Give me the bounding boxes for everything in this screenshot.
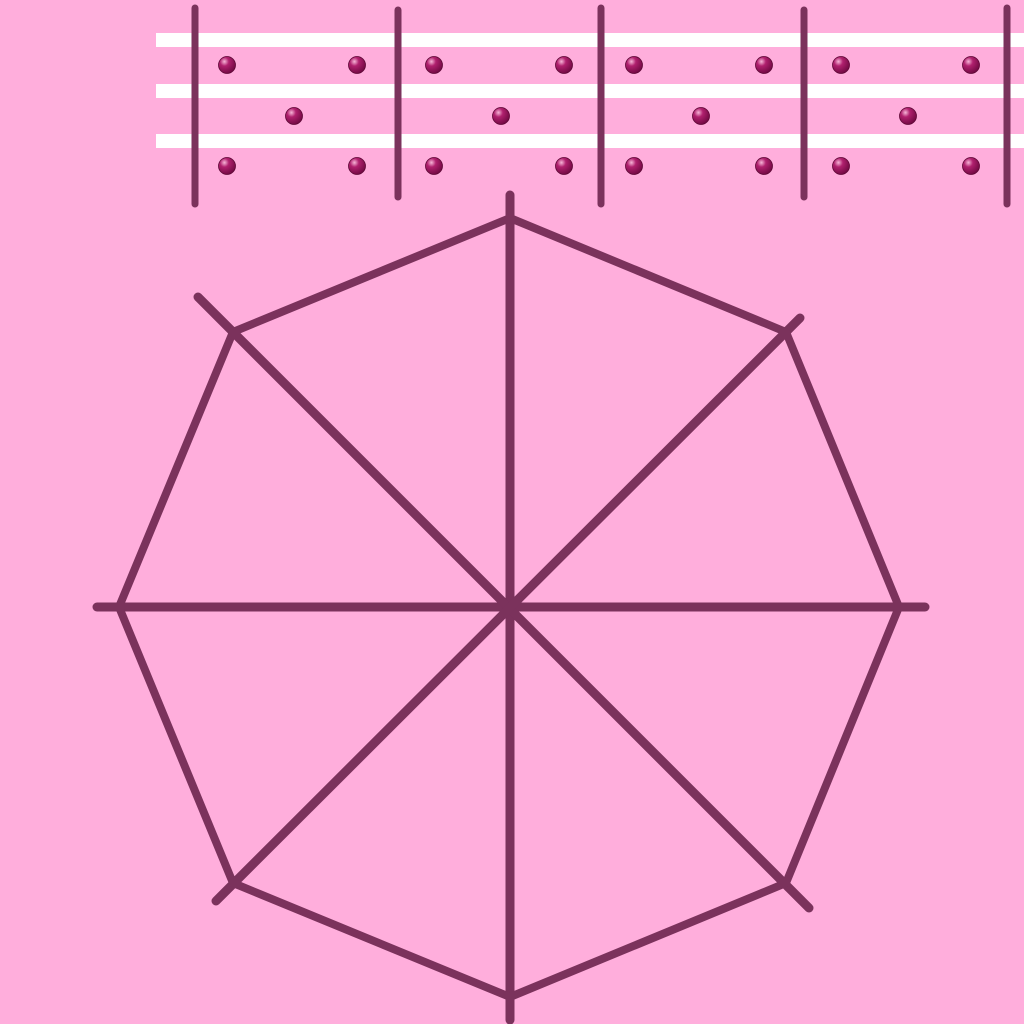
bead-s2-r2-1[interactable]	[492, 107, 510, 125]
bead-s4-r1-2[interactable]	[962, 56, 980, 74]
bead-s3-r3-2[interactable]	[755, 157, 773, 175]
bead-s4-r1-1[interactable]	[832, 56, 850, 74]
bead-s3-r2-1[interactable]	[692, 107, 710, 125]
rail-3	[156, 134, 1024, 148]
bead-s1-r1-1[interactable]	[218, 56, 236, 74]
bead-s3-r3-1[interactable]	[625, 157, 643, 175]
bead-s2-r1-1[interactable]	[425, 56, 443, 74]
bead-s4-r3-1[interactable]	[832, 157, 850, 175]
bead-s1-r3-2[interactable]	[348, 157, 366, 175]
bead-s1-r3-1[interactable]	[218, 157, 236, 175]
bead-s2-r3-1[interactable]	[425, 157, 443, 175]
beads[interactable]	[218, 56, 980, 175]
bead-s4-r3-2[interactable]	[962, 157, 980, 175]
bead-panel[interactable]	[156, 4, 1024, 208]
bead-s3-r1-2[interactable]	[755, 56, 773, 74]
bead-s1-r1-2[interactable]	[348, 56, 366, 74]
octagon-outline	[114, 213, 904, 1002]
spokes	[92, 190, 930, 1024]
octagon-wheel-board[interactable]	[92, 190, 930, 1024]
bead-s1-r2-1[interactable]	[285, 107, 303, 125]
dividers	[191, 4, 1011, 208]
bead-s3-r1-1[interactable]	[625, 56, 643, 74]
rail-1	[156, 33, 1024, 47]
bead-s2-r3-2[interactable]	[555, 157, 573, 175]
bead-s2-r1-2[interactable]	[555, 56, 573, 74]
bead-s4-r2-1[interactable]	[899, 107, 917, 125]
rail-2	[156, 84, 1024, 98]
spoke-3	[193, 292, 814, 913]
spoke-4	[211, 313, 805, 906]
